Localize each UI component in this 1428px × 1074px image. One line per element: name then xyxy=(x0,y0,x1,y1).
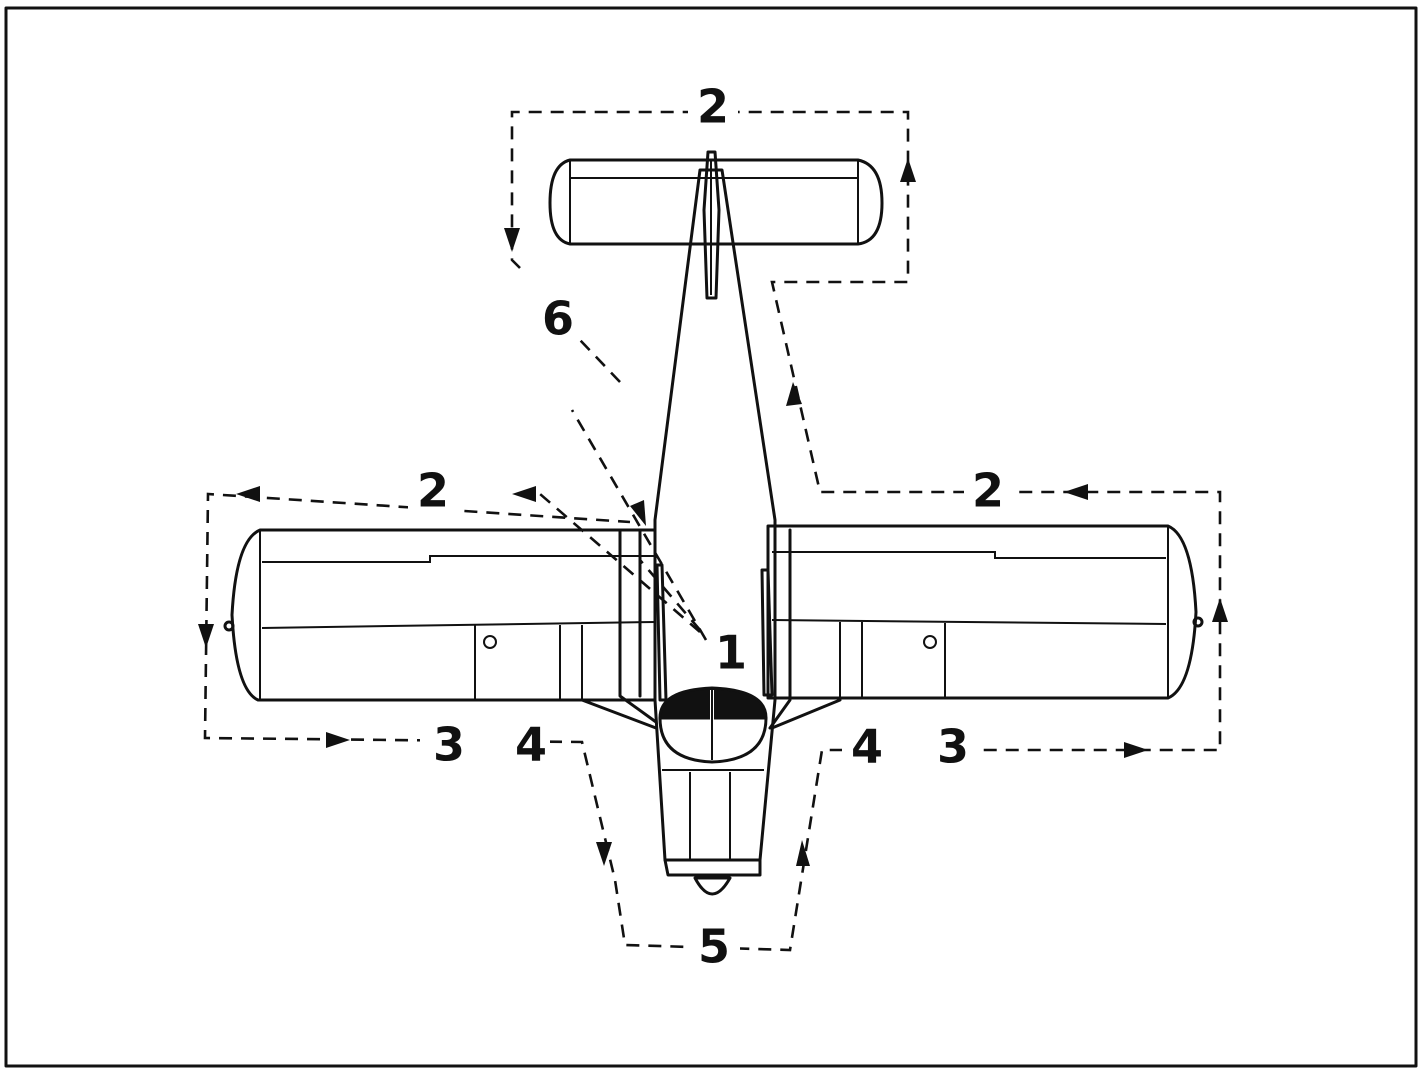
fuselage xyxy=(653,168,777,862)
diagram-frame xyxy=(4,6,1418,1068)
propeller-spinner xyxy=(693,876,732,896)
vertical-fin xyxy=(702,150,721,300)
right-wing-fairing xyxy=(768,528,792,730)
label-5: 5 xyxy=(698,920,730,974)
arrow-up-nose-right xyxy=(796,840,810,866)
arrow-right-trailing-edge xyxy=(1124,742,1148,758)
right-wing xyxy=(766,524,1204,700)
windshield xyxy=(658,686,768,764)
walkaround-path xyxy=(203,110,1222,952)
label-6: 6 xyxy=(542,292,574,346)
arrow-right-left-trailing xyxy=(326,732,350,748)
left-side-window xyxy=(655,563,668,702)
label-4-left: 4 xyxy=(515,718,547,772)
airplane-top-view xyxy=(223,150,1204,896)
direction-arrows xyxy=(198,158,1228,866)
label-2-right-wing: 2 xyxy=(972,464,1004,518)
arrow-up-aft-fuselage xyxy=(786,382,802,406)
horizontal-stabilizer xyxy=(548,158,884,246)
label-1: 1 xyxy=(715,626,747,680)
arrow-down-left-wingtip xyxy=(198,624,214,648)
label-2-tail: 2 xyxy=(697,80,729,134)
right-side-window xyxy=(760,568,774,697)
arrow-down-tail-left xyxy=(504,228,520,252)
label-3-right: 3 xyxy=(937,720,969,774)
label-4-right: 4 xyxy=(851,720,883,774)
engine-cowling xyxy=(662,769,764,877)
label-2-left-wing: 2 xyxy=(417,464,449,518)
arrow-left-left-wing-2 xyxy=(512,486,536,502)
label-3-left: 3 xyxy=(433,718,465,772)
arrow-up-tail-right xyxy=(900,158,916,182)
arrow-down-nose-left xyxy=(596,842,612,866)
arrow-left-right-wing xyxy=(1064,484,1088,500)
arrow-up-right-wingtip xyxy=(1212,598,1228,622)
arrow-to-cabin xyxy=(630,500,646,526)
left-wing xyxy=(223,528,657,702)
left-wing-fairing xyxy=(618,528,658,724)
arrow-left-left-wing xyxy=(236,486,260,502)
